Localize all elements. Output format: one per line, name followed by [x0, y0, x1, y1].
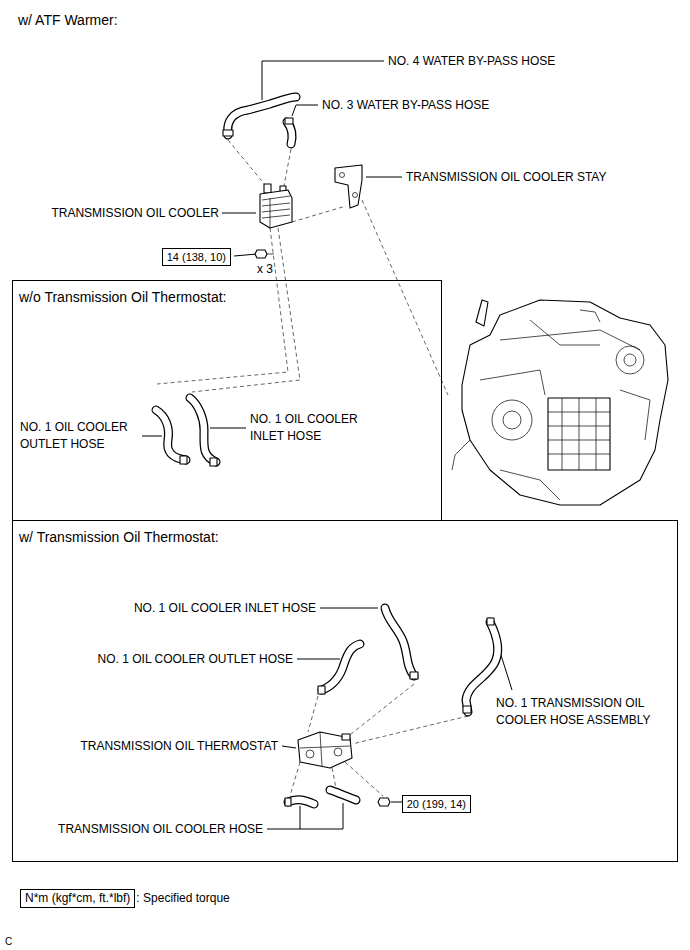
part-name: NO. 1 OIL COOLER INLET HOSE — [250, 411, 378, 445]
oil-cooler-figure — [255, 165, 362, 258]
torque-value: 14 (138, 10) — [167, 250, 226, 264]
part-name: NO. 1 OIL COOLER INLET HOSE — [134, 600, 316, 617]
part-name: TRANSMISSION OIL COOLER HOSE — [58, 821, 263, 838]
torque-value: 20 (199, 14) — [407, 797, 466, 811]
part-name: NO. 3 WATER BY-PASS HOSE — [322, 97, 489, 114]
part-name: NO. 1 OIL COOLER OUTLET HOSE — [20, 419, 148, 453]
transmission-figure — [452, 300, 668, 505]
part-name: NO. 4 WATER BY-PASS HOSE — [388, 53, 555, 70]
variant-region: w/ Transmission Oil Thermostat: 20 (199, … — [12, 520, 678, 862]
part-name: NO. 1 TRANSMISSION OIL COOLER HOSE ASSEM… — [496, 695, 666, 729]
torque-box: 14 (138, 10) — [162, 248, 231, 266]
region-heading: w/o Transmission Oil Thermostat: — [19, 289, 441, 305]
part-name: NO. 1 OIL COOLER OUTLET HOSE — [98, 651, 293, 668]
torque-unit: N*m (kgf*cm, ft.*lbf) — [25, 891, 130, 906]
region-heading: w/ Transmission Oil Thermostat: — [19, 529, 677, 545]
part-name: TRANSMISSION OIL COOLER — [51, 205, 219, 222]
figure-code: C — [5, 933, 12, 950]
variant-region: w/o Transmission Oil Thermostat: — [12, 280, 442, 521]
hoses — [156, 97, 498, 806]
quantity: x 3 — [257, 261, 273, 278]
part-name: TRANSMISSION OIL COOLER STAY — [406, 169, 606, 186]
dashed-assembly-lines — [157, 140, 468, 796]
legend-box: N*m (kgf*cm, ft.*lbf) — [20, 889, 135, 908]
torque-box: 20 (199, 14) — [402, 795, 471, 813]
diagram-title: w/ ATF Warmer: — [18, 12, 118, 28]
part-name: TRANSMISSION OIL THERMOSTAT — [80, 738, 278, 755]
legend-text: : Specified torque — [136, 890, 229, 907]
thermostat-figure — [298, 732, 390, 806]
